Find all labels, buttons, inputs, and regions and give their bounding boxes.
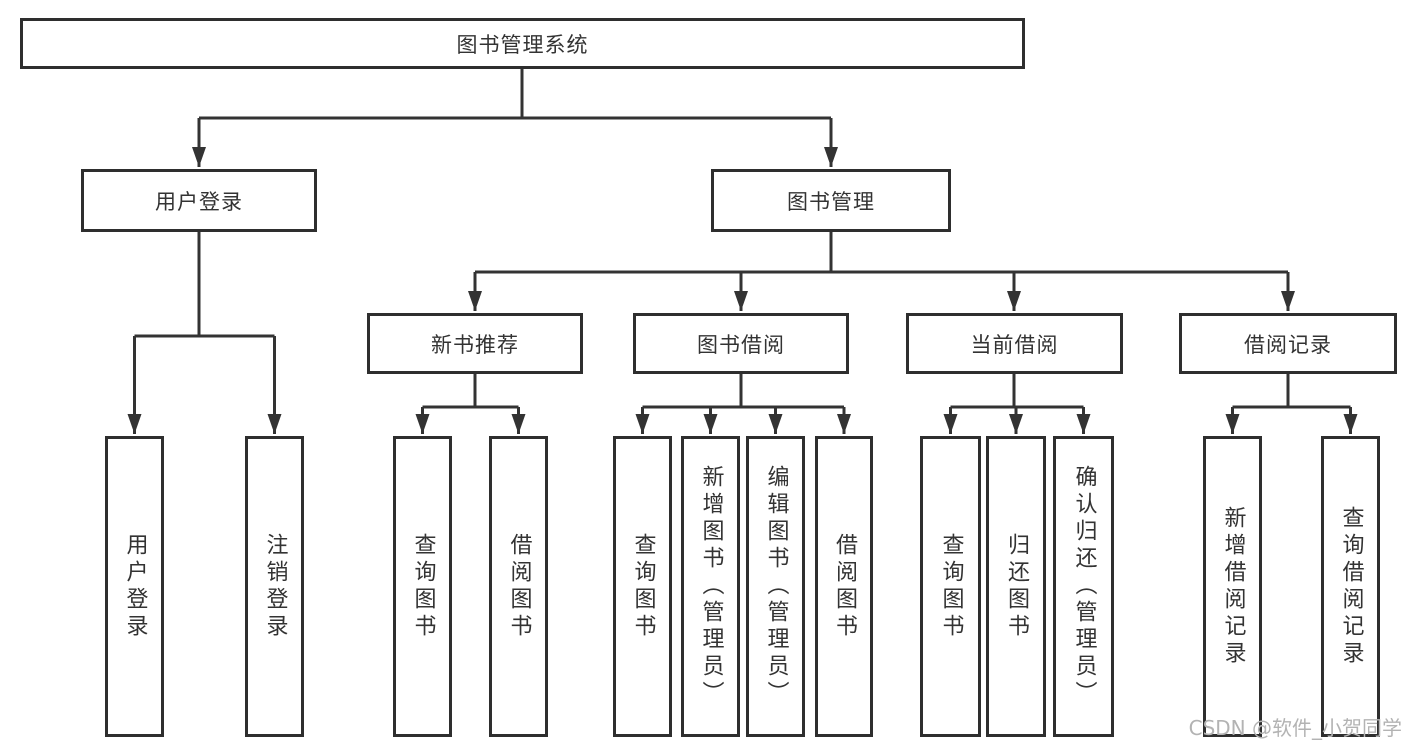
leaf-label: 查询图书 xyxy=(630,532,656,641)
connector-current-borrow-to-leaves xyxy=(943,374,1091,434)
node-leaf-query-books-2: 查询图书 xyxy=(613,436,672,737)
connector-new-book-rec-to-leaves xyxy=(415,374,526,434)
node-leaf-add-borrow-record: 新增借阅记录 xyxy=(1203,436,1262,737)
node-leaf-add-books-admin: 新增图书（管理员） xyxy=(681,436,740,737)
node-leaf-borrow-books-1: 借阅图书 xyxy=(489,436,548,737)
node-user-login-label: 用户登录 xyxy=(155,189,243,214)
leaf-label: 查询图书 xyxy=(410,532,436,641)
leaf-label: 新增图书（管理员） xyxy=(698,465,724,708)
node-root-library-system: 图书管理系统 xyxy=(20,18,1025,69)
node-leaf-logout: 注销登录 xyxy=(245,436,304,737)
csdn-watermark: CSDN @软件_小贺同学 xyxy=(1188,716,1402,740)
connector-book-management-to-level3 xyxy=(468,232,1295,311)
leaf-label: 编辑图书（管理员） xyxy=(763,465,789,708)
leaf-label: 确认归还（管理员） xyxy=(1071,465,1097,708)
node-current-borrow-module: 当前借阅 xyxy=(906,313,1123,374)
node-leaf-edit-books-admin: 编辑图书（管理员） xyxy=(746,436,805,737)
connector-book-borrow-to-leaves xyxy=(635,374,851,434)
connector-root-to-level2 xyxy=(192,69,838,167)
leaf-label: 归还图书 xyxy=(1004,532,1029,641)
node-book-borrow-module: 图书借阅 xyxy=(633,313,849,374)
node-user-login-module: 用户登录 xyxy=(81,169,317,232)
node-leaf-return-books: 归还图书 xyxy=(986,436,1046,737)
leaf-label: 借阅图书 xyxy=(832,532,857,641)
node-leaf-borrow-books-2: 借阅图书 xyxy=(815,436,873,737)
node-root-label: 图书管理系统 xyxy=(456,32,589,57)
leaf-label: 查询借阅记录 xyxy=(1338,505,1364,668)
node-book-borrow-label: 图书借阅 xyxy=(697,332,785,357)
node-current-borrow-label: 当前借阅 xyxy=(970,332,1059,357)
connector-borrow-record-to-leaves xyxy=(1225,374,1358,434)
leaf-label: 查询图书 xyxy=(938,532,964,641)
leaf-label: 注销登录 xyxy=(262,532,288,641)
connector-user-login-to-leaves xyxy=(127,232,282,434)
node-borrow-record-module: 借阅记录 xyxy=(1179,313,1397,374)
node-leaf-user-login: 用户登录 xyxy=(105,436,164,737)
leaf-label: 用户登录 xyxy=(122,532,148,641)
node-book-management-module: 图书管理 xyxy=(711,169,951,232)
leaf-label: 新增借阅记录 xyxy=(1220,505,1246,668)
node-leaf-query-books-1: 查询图书 xyxy=(393,436,452,737)
node-borrow-record-label: 借阅记录 xyxy=(1244,332,1332,357)
node-book-management-label: 图书管理 xyxy=(787,189,875,214)
node-leaf-confirm-return-admin: 确认归还（管理员） xyxy=(1053,436,1114,737)
node-new-book-rec-label: 新书推荐 xyxy=(431,332,519,357)
leaf-label: 借阅图书 xyxy=(506,532,532,641)
node-leaf-query-books-3: 查询图书 xyxy=(920,436,981,737)
node-leaf-query-borrow-record: 查询借阅记录 xyxy=(1321,436,1380,737)
node-new-book-rec-module: 新书推荐 xyxy=(367,313,583,374)
